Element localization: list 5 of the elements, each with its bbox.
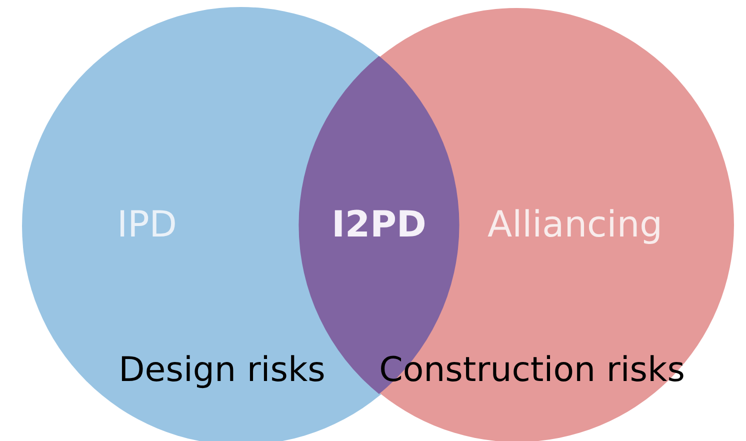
set-label: I2PD — [332, 204, 426, 246]
set-label: Alliancing — [488, 204, 662, 246]
region-label: Design risks — [118, 350, 326, 390]
region-label: Construction risks — [379, 350, 685, 390]
set-label: IPD — [116, 204, 178, 246]
